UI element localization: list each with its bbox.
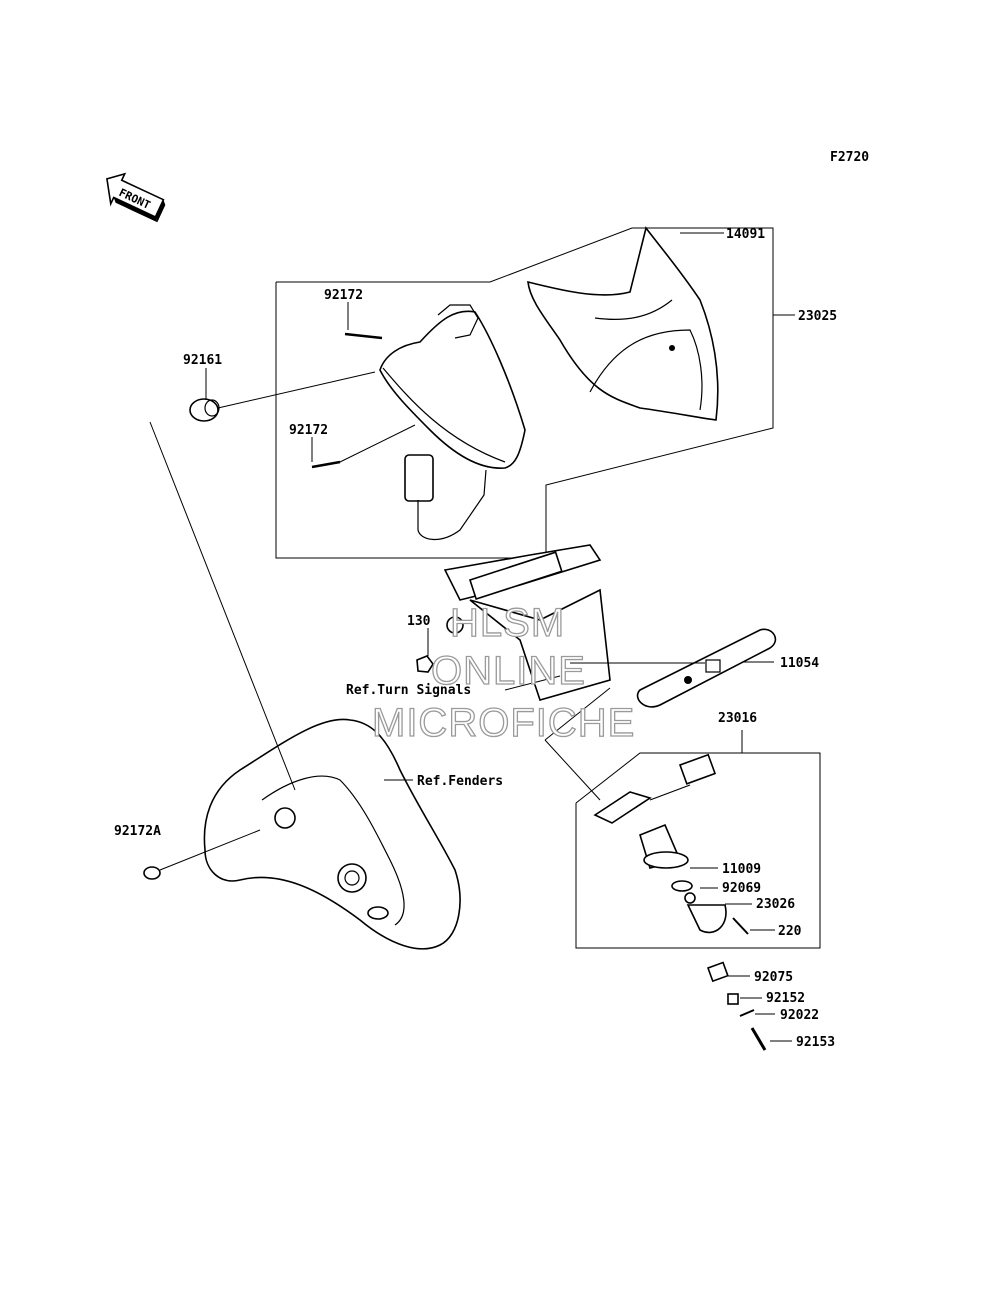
callout-92022: 92022 bbox=[780, 1008, 819, 1023]
callout-92069: 92069 bbox=[722, 881, 761, 896]
figure-code: F2720 bbox=[830, 150, 869, 165]
bracket-11054 bbox=[636, 628, 777, 708]
callout-220: 220 bbox=[778, 924, 802, 939]
callout-92172-top: 92172 bbox=[324, 288, 363, 303]
clip-92172A bbox=[143, 866, 161, 880]
watermark: HLSM ONLINE MICROFICHE bbox=[371, 600, 635, 745]
ref-fenders: Ref.Fenders bbox=[417, 774, 503, 789]
callout-23016: 23016 bbox=[718, 711, 757, 726]
callout-23025: 23025 bbox=[798, 309, 837, 324]
tail-lamp-lens bbox=[527, 226, 719, 421]
license-lamp-parts bbox=[593, 753, 767, 1051]
callout-92152: 92152 bbox=[766, 991, 805, 1006]
tail-lamp-assembly-box bbox=[275, 227, 774, 559]
ref-turn-signals: Ref.Turn Signals bbox=[346, 683, 471, 698]
watermark-line-3: MICROFICHE bbox=[372, 701, 635, 745]
nut-130 bbox=[416, 655, 434, 673]
callout-92161: 92161 bbox=[183, 353, 222, 368]
callout-130: 130 bbox=[407, 614, 431, 629]
screw-92172-top bbox=[344, 332, 383, 340]
license-bracket bbox=[443, 544, 611, 701]
screw-92172-mid bbox=[311, 460, 341, 469]
tail-lamp-housing bbox=[379, 304, 526, 540]
rear-fender bbox=[203, 718, 461, 950]
callout-92153: 92153 bbox=[796, 1035, 835, 1050]
callout-92075: 92075 bbox=[754, 970, 793, 985]
front-arrow-icon: FRONT bbox=[106, 172, 166, 223]
grommet-92161 bbox=[189, 398, 220, 422]
watermark-line-1: HLSM bbox=[450, 601, 565, 645]
callout-11009: 11009 bbox=[722, 862, 761, 877]
callout-11054: 11054 bbox=[780, 656, 819, 671]
watermark-line-2: ONLINE bbox=[431, 649, 586, 693]
callout-92172-mid: 92172 bbox=[289, 423, 328, 438]
callout-14091: 14091 bbox=[726, 227, 765, 242]
callout-23026: 23026 bbox=[756, 897, 795, 912]
callout-92172A: 92172A bbox=[114, 824, 161, 839]
